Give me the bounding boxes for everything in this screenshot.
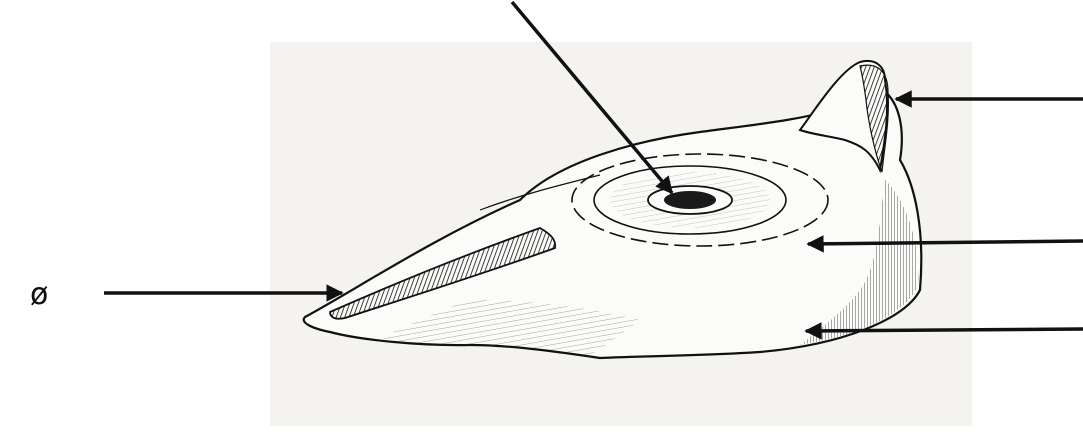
arrow-base bbox=[806, 329, 1083, 331]
filling-hole-inner bbox=[664, 191, 716, 209]
label-symbol: ø bbox=[30, 280, 48, 310]
